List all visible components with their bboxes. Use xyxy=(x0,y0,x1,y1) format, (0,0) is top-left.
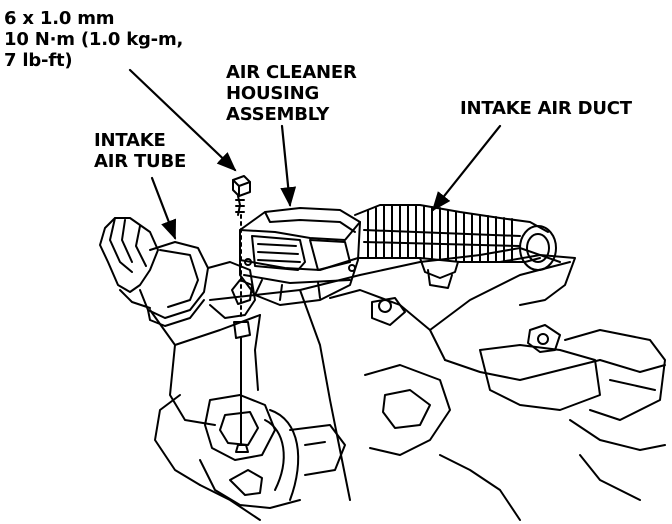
air-cleaner-housing-label: AIR CLEANER HOUSING ASSEMBLY xyxy=(226,62,357,125)
intake-air-tube xyxy=(99,217,256,327)
duct-line-1: INTAKE AIR DUCT xyxy=(460,98,632,119)
lower-left-components xyxy=(199,394,346,509)
housing-arrow xyxy=(280,124,297,207)
bolt-spec-label: 6 x 1.0 mm 10 N·m (1.0 kg-m, 7 lb-ft) xyxy=(4,8,183,71)
intake-air-duct-label: INTAKE AIR DUCT xyxy=(460,98,632,119)
bolt-spec-line-2: 10 N·m (1.0 kg-m, xyxy=(4,29,184,50)
tube-line-2: AIR TUBE xyxy=(94,151,187,172)
intake-air-tube-label: INTAKE AIR TUBE xyxy=(94,130,186,172)
tube-arrow xyxy=(150,176,177,240)
housing-line-3: ASSEMBLY xyxy=(226,104,330,125)
duct-arrow xyxy=(431,124,502,212)
tube-line-1: INTAKE xyxy=(94,130,166,151)
bolt-spec-line-3: 7 lb-ft) xyxy=(4,50,73,71)
leader-arrows xyxy=(128,68,502,240)
intake-air-duct xyxy=(354,204,557,289)
right-side-components xyxy=(479,324,666,501)
housing-line-2: HOUSING xyxy=(226,83,320,104)
bolt-assembly xyxy=(231,175,253,453)
bolt-spec-arrow xyxy=(128,68,237,172)
bolt-spec-line-1: 6 x 1.0 mm xyxy=(4,8,115,29)
air-cleaner-housing xyxy=(239,207,361,306)
housing-line-1: AIR CLEANER xyxy=(226,62,357,83)
engine-body-outline xyxy=(149,247,601,521)
